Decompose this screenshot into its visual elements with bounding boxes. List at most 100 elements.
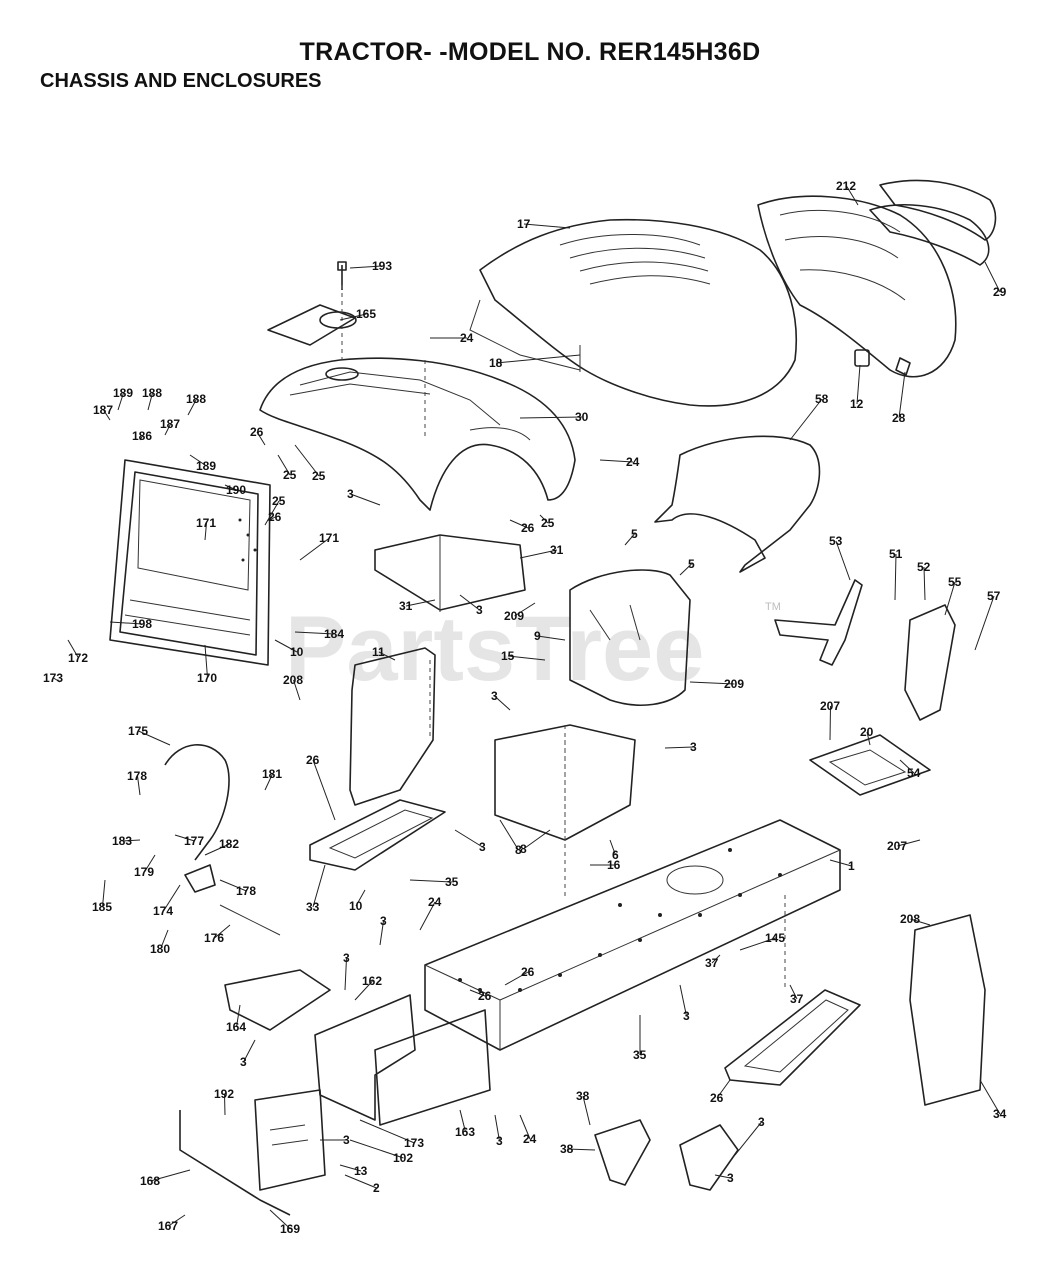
- callout-label: 37: [705, 956, 719, 970]
- callout-leader: [711, 954, 721, 964]
- callout-leader: [519, 416, 583, 419]
- callout-leader: [339, 313, 367, 321]
- callout-leader: [204, 644, 208, 679]
- callout-label: 188: [186, 392, 206, 406]
- callout-label: 10: [290, 645, 304, 659]
- callout-leader: [899, 759, 915, 774]
- callout-leader: [599, 459, 634, 463]
- callout-label: 3: [343, 951, 350, 965]
- callout: 162: [354, 974, 382, 1001]
- callout-leader: [539, 514, 549, 524]
- callout-label: 35: [445, 875, 459, 889]
- callout: 25: [539, 514, 555, 530]
- callout-leader: [856, 364, 861, 405]
- callout-label: 187: [160, 417, 180, 431]
- callout: 28: [892, 371, 906, 425]
- callout: 26: [250, 425, 266, 446]
- callout-label: 163: [455, 1125, 475, 1139]
- callout-leader: [739, 937, 776, 951]
- callout: 31: [399, 599, 436, 613]
- callout-label: 3: [690, 740, 697, 754]
- callout: 15: [501, 649, 546, 663]
- callout: 209: [689, 677, 744, 691]
- callout: 185: [92, 879, 112, 914]
- callout-label: 8: [515, 843, 522, 857]
- page-title: TRACTOR- -MODEL NO. RER145H36D: [299, 38, 761, 66]
- callout-leader: [679, 984, 687, 1017]
- callout-label: 164: [226, 1020, 246, 1034]
- callout-label: 5: [688, 557, 695, 571]
- callout: 24: [419, 895, 442, 931]
- callout-label: 145: [765, 931, 785, 945]
- callout-leader: [269, 516, 276, 521]
- callout: 184: [294, 627, 344, 641]
- callout-label: 3: [727, 1171, 734, 1185]
- callout: 3: [491, 689, 511, 711]
- callout-leader: [689, 681, 735, 685]
- callout-label: 26: [521, 965, 535, 979]
- callout-leader: [523, 829, 551, 850]
- callout-label: 178: [127, 769, 147, 783]
- watermark: PartsTree: [285, 598, 704, 700]
- callout-leader: [405, 599, 436, 607]
- callout-label: 183: [112, 834, 132, 848]
- footrest-left-part: [309, 799, 446, 871]
- callout-leader: [504, 971, 529, 986]
- callout: 37: [789, 984, 804, 1006]
- callout: 3: [240, 1039, 256, 1069]
- callout-label: 3: [479, 840, 486, 854]
- callout: 3: [320, 1133, 350, 1147]
- callout: 8: [499, 819, 522, 857]
- callout-leader: [409, 879, 453, 883]
- callout: 178: [219, 879, 256, 898]
- callout: 173: [43, 671, 63, 685]
- callout-label: 26: [250, 425, 264, 439]
- callout: 212: [836, 179, 859, 206]
- callout: 57: [974, 589, 1001, 651]
- callout: 24: [599, 455, 640, 469]
- callout-label: 6: [612, 848, 619, 862]
- callout: 30: [519, 410, 589, 424]
- callout-label: 33: [306, 900, 320, 914]
- callout-leader: [494, 695, 511, 711]
- callout: 176: [204, 924, 231, 945]
- callout-leader: [147, 392, 153, 411]
- callout-label: 57: [987, 589, 1001, 603]
- callout-label: 24: [523, 1132, 537, 1146]
- callout-leader: [664, 746, 694, 749]
- callout-leader: [923, 566, 926, 601]
- callout: 3: [459, 594, 483, 617]
- callout-leader: [214, 924, 231, 939]
- callout-label: 24: [428, 895, 442, 909]
- callout-label: 9: [534, 629, 541, 643]
- callout: 168: [140, 1169, 191, 1188]
- callout-label: 29: [993, 285, 1007, 299]
- callout-leader: [312, 864, 326, 908]
- callout-label: 31: [399, 599, 413, 613]
- callout-label: 171: [319, 531, 339, 545]
- callout-leader: [714, 1174, 731, 1179]
- callout-label: 26: [521, 521, 535, 535]
- callout-leader: [274, 639, 298, 653]
- callout: 26: [306, 753, 336, 821]
- callout: 167: [158, 1214, 186, 1233]
- callout-label: 209: [724, 677, 744, 691]
- callout-label: 53: [829, 534, 843, 548]
- callout-leader: [523, 223, 571, 229]
- callout-leader: [117, 392, 124, 411]
- callout-leader: [299, 537, 330, 561]
- callout: 169: [269, 1209, 300, 1236]
- callout-leader: [122, 839, 141, 842]
- callout: 11: [372, 645, 396, 661]
- callout-label: 15: [501, 649, 515, 663]
- callout-label: 207: [820, 699, 840, 713]
- callout: 37: [705, 954, 721, 970]
- callout: 1: [829, 859, 855, 873]
- callout-label: 3: [683, 1009, 690, 1023]
- grille-part: [757, 179, 997, 378]
- callout-leader: [979, 1079, 1001, 1115]
- callout-leader: [139, 435, 143, 441]
- callout: 208: [283, 673, 303, 701]
- linkage-part: [164, 744, 281, 936]
- callout: 190: [224, 483, 246, 497]
